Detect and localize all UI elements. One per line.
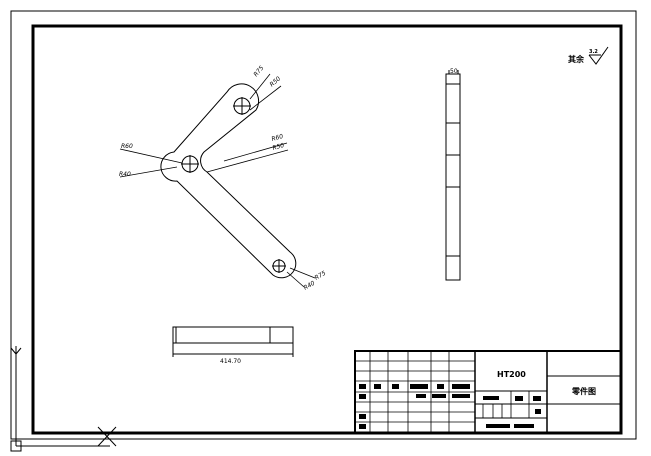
bottom-view-body bbox=[172, 326, 294, 344]
side-view bbox=[445, 70, 461, 281]
inner-frame-border bbox=[31, 24, 623, 435]
side-view-body bbox=[445, 73, 461, 281]
dim-side-width: 50 bbox=[450, 68, 458, 75]
title-block-material: HT200 bbox=[497, 370, 526, 379]
title-block-drawing-name: 零件图 bbox=[571, 386, 596, 396]
dim-r50-right: R50 bbox=[272, 142, 285, 152]
dim-r75-bottom: R75 bbox=[314, 270, 328, 282]
outer-sheet-border bbox=[10, 10, 637, 440]
dim-r60-right: R60 bbox=[271, 133, 284, 143]
dim-r75-top: R75 bbox=[252, 64, 265, 78]
surface-roughness-note: 其余 3.2 bbox=[568, 46, 609, 65]
roughness-symbol-icon bbox=[588, 46, 609, 65]
dim-r40-left: R40 bbox=[119, 171, 131, 178]
title-block-fills bbox=[359, 384, 541, 429]
dim-bottom-length: 414.70 bbox=[220, 358, 241, 365]
dim-r60-left: R60 bbox=[121, 143, 133, 150]
link-part-front-view bbox=[160, 83, 297, 279]
ucs-icon bbox=[10, 346, 117, 452]
title-block bbox=[354, 350, 622, 434]
surface-note-text: 其余 bbox=[568, 54, 585, 64]
dimension-leaders bbox=[119, 73, 316, 288]
bottom-view bbox=[172, 326, 294, 357]
dim-r40-bottom: R40 bbox=[303, 280, 317, 292]
roughness-value: 3.2 bbox=[589, 49, 598, 55]
link-outline bbox=[160, 83, 297, 279]
